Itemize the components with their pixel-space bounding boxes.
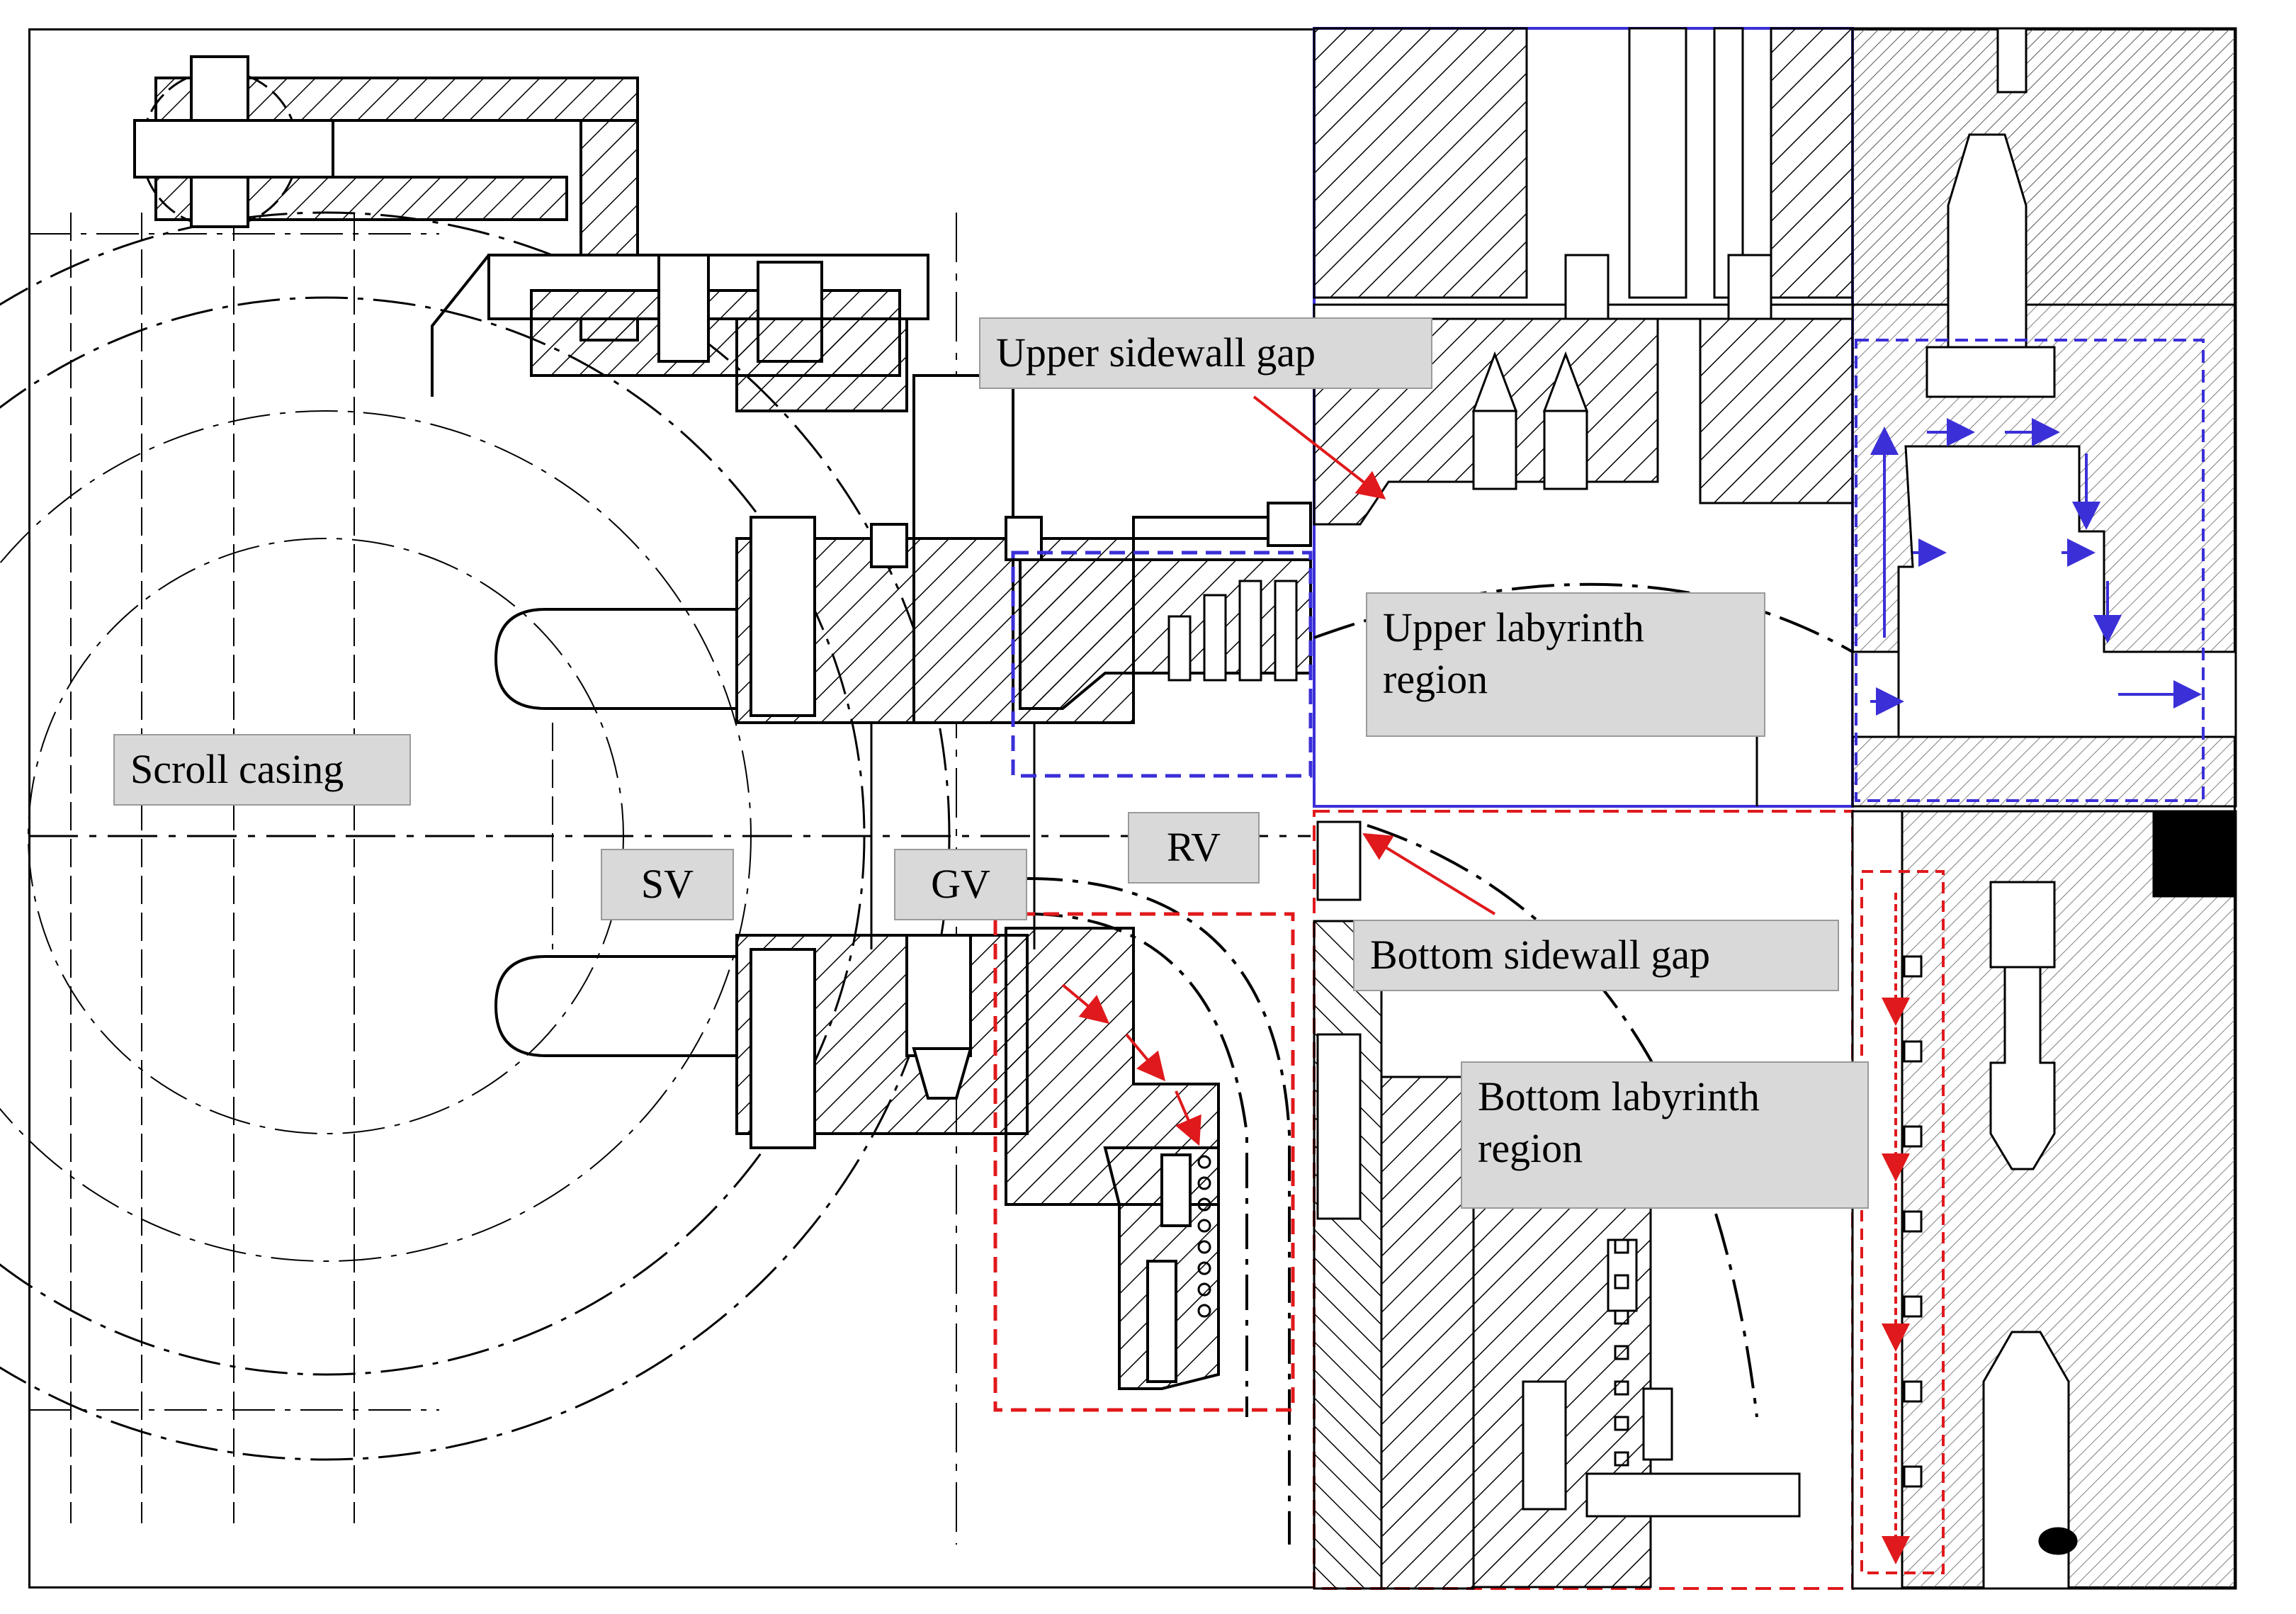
sv-label: SV — [601, 849, 734, 920]
upper-stay-ring — [735, 502, 1312, 724]
upper-labyrinth-detail-box — [1855, 339, 2205, 802]
bottom-labyrinth-teeth — [1903, 955, 1923, 1488]
scroll-casing-label: Scroll casing — [113, 734, 411, 806]
bottom-zoom-arc — [1367, 824, 1758, 1418]
upper-labyrinth-box-left — [1011, 551, 1313, 778]
vane-channels — [494, 608, 1036, 1057]
bottom-sidewall-gap-label: Bottom sidewall gap — [1353, 920, 1839, 991]
bottom-gap-pointer — [1362, 833, 1496, 915]
upper-labyrinth-region-line1: Upper labyrinth — [1383, 604, 1644, 650]
bottom-labyrinth-region-line2: region — [1478, 1124, 1583, 1171]
upper-gap-pointer — [1252, 395, 1386, 500]
rv-label: RV — [1128, 812, 1260, 884]
bottom-labyrinth-detail-box — [1860, 870, 1945, 1574]
upper-labyrinth-flow-arrows — [1870, 418, 2202, 716]
bottom-labyrinth-region-label: Bottom labyrinth region — [1461, 1061, 1869, 1209]
bottom-labyrinth-region-line1: Bottom labyrinth — [1478, 1073, 1760, 1119]
runner-outline — [1027, 877, 1291, 1545]
bottom-labyrinth-box-left — [993, 912, 1295, 1412]
upper-labyrinth-teeth — [1167, 580, 1298, 682]
upper-sidewall-gap-label: Upper sidewall gap — [979, 317, 1432, 389]
gv-label: GV — [894, 849, 1027, 920]
upper-labyrinth-region-line2: region — [1383, 655, 1488, 702]
labyrinth-beads-right — [1614, 1238, 1629, 1467]
bottom-flow-arrows-left — [1061, 983, 1201, 1146]
upper-labyrinth-region-label: Upper labyrinth region — [1366, 592, 1765, 737]
labyrinth-beads-left — [1197, 1155, 1211, 1318]
discharge-ring — [1103, 1146, 1220, 1390]
lower-stay-ring — [735, 927, 1220, 1206]
upper-labyrinth-detail — [1851, 27, 2237, 738]
